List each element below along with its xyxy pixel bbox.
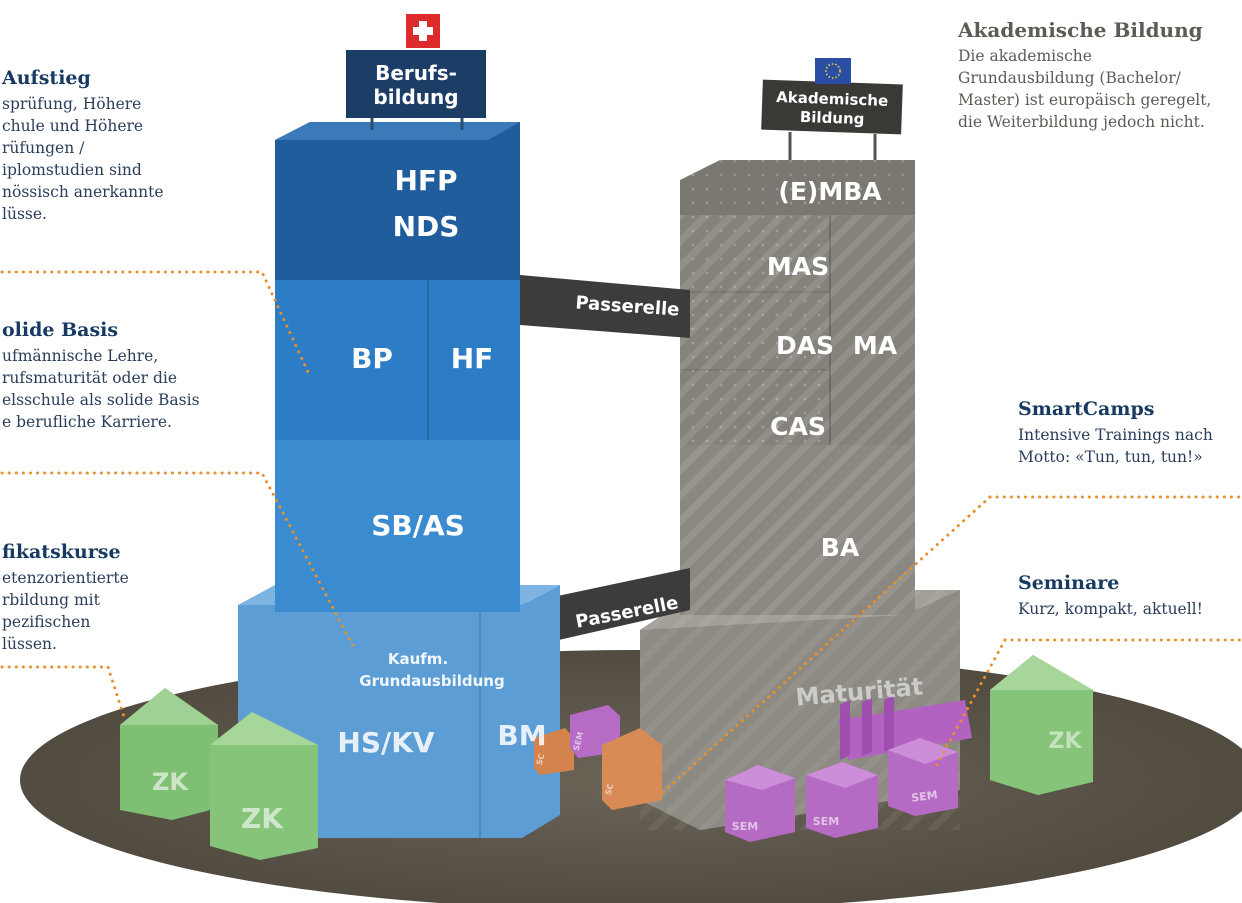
label-emba: (E)MBA (778, 177, 882, 206)
sc-label-2: SC (604, 782, 616, 796)
sign-akad-line2: Bildung (800, 108, 865, 128)
eu-flag-icon (815, 58, 851, 84)
sc-block-2 (602, 728, 662, 810)
zk-block-left-1 (120, 688, 218, 820)
sem-label-2: SEM (813, 815, 839, 828)
annotation-body: etenzorientierte rbildung mit pezifische… (2, 567, 202, 655)
zk-label-1: ZK (152, 768, 189, 796)
annotation-line: rüfungen / (2, 139, 85, 157)
annotation-aufstieg: Aufstieg sprüfung, Höhere chule und Höhe… (2, 66, 232, 225)
annotation-title: Akademische Bildung (958, 18, 1203, 42)
annotation-line: Master) ist europäisch geregelt, (958, 91, 1212, 109)
annotation-body: ufmännische Lehre, rufsmaturität oder di… (2, 345, 242, 433)
bridge-upper (520, 275, 690, 338)
sem-wall (838, 695, 972, 760)
label-kaufm-line1: Kaufm. (388, 650, 448, 668)
block-kaufm (238, 585, 560, 838)
annotation-body: sprüfung, Höhere chule und Höhere rüfung… (2, 93, 232, 225)
sign-akademische (761, 79, 903, 135)
annotation-line: lüssen. (2, 635, 57, 653)
annotation-line: rufsmaturität oder die (2, 369, 178, 387)
label-cas: CAS (770, 412, 826, 441)
sc-block-1 (534, 728, 574, 775)
annotation-akademische-bildung: Akademische Bildung Die akademische Grun… (958, 18, 1242, 133)
label-hf: HF (451, 342, 494, 375)
label-bm: BM (497, 719, 546, 752)
sem-block-3 (888, 738, 958, 816)
annotation-smartcamps: SmartCamps Intensive Trainings nach Mott… (1018, 397, 1242, 468)
annotation-body: Intensive Trainings nach Motto: «Tun, tu… (1018, 424, 1242, 468)
annotation-seminare: Seminare Kurz, kompakt, aktuell! (1018, 571, 1242, 620)
annotation-line: e berufliche Karriere. (2, 413, 172, 431)
sign-berufs-line1: Berufs- (375, 61, 457, 85)
annotation-title: SmartCamps (1018, 398, 1155, 420)
block-bp-hf (275, 275, 520, 440)
label-bp: BP (351, 342, 393, 375)
annotation-title: fikatskurse (2, 541, 121, 563)
annotation-zertifikatskurse: fikatskurse etenzorientierte rbildung mi… (2, 540, 202, 655)
annotation-body: Kurz, kompakt, aktuell! (1018, 598, 1242, 620)
annotation-line: die Weiterbildung jedoch nicht. (958, 113, 1205, 131)
label-hfp: HFP (394, 164, 457, 197)
annotation-solide-basis: olide Basis ufmännische Lehre, rufsmatur… (2, 318, 242, 433)
annotation-line: lüsse. (2, 205, 47, 223)
annotation-line: chule und Höhere (2, 117, 144, 135)
annotation-line: sprüfung, Höhere (2, 95, 142, 113)
annotation-line: rbildung mit (2, 591, 100, 609)
annotation-line: Grundausbildung (Bachelor/ (958, 69, 1181, 87)
annotation-line: nössisch anerkannte (2, 183, 164, 201)
label-kaufm-line2: Grundausbildung (359, 672, 504, 690)
label-ma: MA (853, 331, 898, 360)
label-sbas: SB/AS (371, 509, 465, 542)
zk-label-2: ZK (241, 802, 284, 835)
block-sbas (275, 440, 520, 612)
sign-berufsbildung (346, 50, 486, 118)
sc-label-1: SC (535, 752, 547, 766)
annotation-line: Kurz, kompakt, aktuell! (1018, 600, 1203, 618)
sem-label-3: SEM (911, 788, 939, 805)
sign-akad-line1: Akademische (776, 88, 889, 110)
leader-lines (0, 270, 1242, 797)
annotation-line: pezifischen (2, 613, 91, 631)
label-mas: MAS (767, 252, 829, 281)
sem-block-1 (725, 765, 795, 842)
annotation-title: Seminare (1018, 572, 1120, 594)
annotation-title: olide Basis (2, 319, 119, 341)
label-hskv: HS/KV (337, 726, 435, 759)
zk-block-left-2 (210, 712, 318, 860)
annotation-line: Die akademische (958, 47, 1092, 65)
academic-tower (640, 58, 960, 830)
annotation-line: Intensive Trainings nach (1018, 426, 1213, 444)
label-das: DAS (776, 331, 834, 360)
zk-label-3: ZK (1049, 729, 1083, 754)
annotation-line: elsschule als solide Basis (2, 391, 200, 409)
sem-block-2 (806, 762, 878, 838)
label-ba: BA (821, 533, 860, 562)
annotation-line: Motto: «Tun, tun, tun!» (1018, 448, 1203, 466)
annotation-title: Aufstieg (2, 67, 91, 89)
annotation-line: ufmännische Lehre, (2, 347, 159, 365)
annotation-body: Die akademische Grundausbildung (Bachelo… (958, 45, 1242, 133)
block-hfp-nds (275, 122, 520, 280)
label-nds: NDS (393, 210, 460, 243)
sign-berufs-line2: bildung (373, 85, 458, 109)
annotation-line: etenzorientierte (2, 569, 129, 587)
zk-block-right (990, 655, 1093, 795)
annotation-line: iplomstudien sind (2, 161, 142, 179)
vocational-tower (238, 14, 560, 838)
sem-label-1: SEM (732, 820, 758, 833)
